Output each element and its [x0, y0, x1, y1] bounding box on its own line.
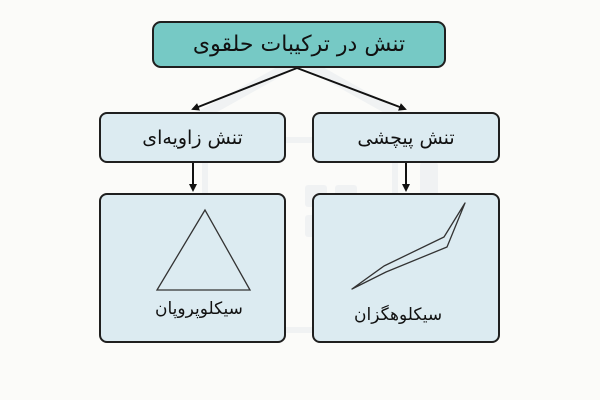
angular-strain-node: تنش زاویه‌ای	[99, 112, 286, 163]
arrow-root-to-angular	[191, 67, 298, 111]
chair-conformation-icon	[351, 202, 466, 290]
cyclopropane-label: سیکلوپروپان	[155, 299, 243, 319]
cyclopropane-node: سیکلوپروپان	[99, 193, 286, 343]
torsional-strain-node: تنش پیچشی	[312, 112, 500, 163]
root-node: تنش در ترکیبات حلقوی	[152, 21, 446, 68]
angular-strain-label: تنش زاویه‌ای	[142, 126, 243, 149]
triangle-icon	[155, 208, 252, 291]
arrow-root-to-torsional	[296, 67, 407, 111]
root-node-label: تنش در ترکیبات حلقوی	[192, 32, 406, 57]
cyclohexane-node: سیکلوهگزان	[312, 193, 500, 343]
torsional-strain-label: تنش پیچشی	[357, 126, 455, 149]
cyclohexane-label: سیکلوهگزان	[354, 305, 443, 325]
